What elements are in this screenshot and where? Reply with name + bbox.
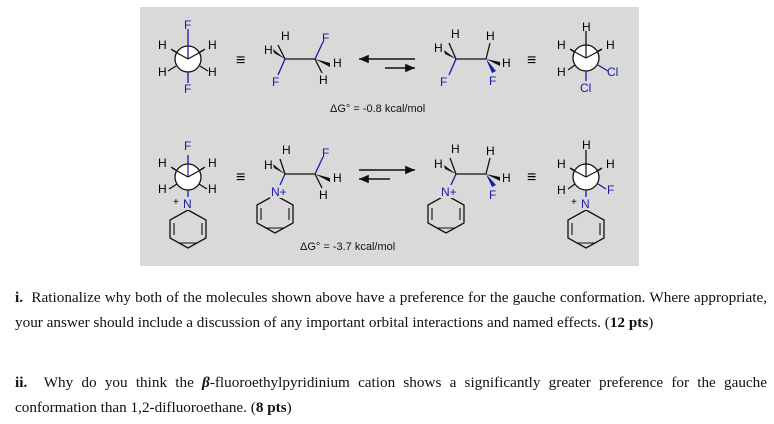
sawhorse-anti-difluoroethane: H H H F H F	[434, 27, 511, 89]
atom-label: H	[451, 27, 460, 41]
equilibrium-arrows-1	[359, 54, 415, 73]
atom-label: H	[606, 157, 615, 171]
atom-label: H	[557, 65, 566, 79]
atom-label: H	[582, 138, 591, 152]
atom-label: H	[281, 29, 290, 43]
charge-label: +	[173, 197, 179, 208]
atom-label: H	[333, 56, 342, 70]
atom-label: Cl	[607, 65, 618, 79]
atom-label: F	[489, 188, 496, 202]
beta-symbol: β	[202, 374, 210, 391]
newman-projection-pyridinium-1: F H H H H N +	[158, 139, 217, 249]
delta-g-label-2: ΔG° = -3.7 kcal/mol	[300, 241, 395, 253]
question-label: i.	[15, 289, 24, 306]
atom-label: H	[208, 182, 217, 196]
newman-projection-pyridinium-2: H H H H F N +	[557, 138, 615, 249]
question-ii: ii. Why do you think the β-fluoroethylpy…	[15, 370, 767, 420]
conformation-figure: F H H H H F ≡ H H F F H H H H H	[140, 7, 639, 266]
atom-label: H	[557, 157, 566, 171]
atom-label: H	[158, 156, 167, 170]
atom-label: H	[582, 20, 591, 34]
sawhorse-gauche-pyridinium: H H F H H N+	[256, 143, 342, 234]
equivalence-symbol: ≡	[236, 169, 245, 186]
atom-label: F	[607, 183, 614, 197]
sawhorse-anti-pyridinium: H H H F H N+	[427, 142, 511, 234]
atom-label: H	[282, 143, 291, 157]
atom-label: H	[264, 43, 273, 57]
charge-label: +	[571, 197, 577, 208]
equivalence-symbol: ≡	[236, 52, 245, 69]
atom-label: F	[322, 31, 329, 45]
atom-label: N+	[271, 185, 287, 199]
sawhorse-gauche-difluoroethane: H H F F H H	[264, 29, 342, 89]
atom-label: F	[322, 146, 329, 160]
question-label: ii.	[15, 374, 28, 391]
atom-label: H	[557, 38, 566, 52]
atom-label: H	[502, 56, 511, 70]
atom-label: H	[158, 38, 167, 52]
atom-label: N	[581, 197, 590, 211]
question-close: )	[648, 314, 654, 331]
equivalence-symbol: ≡	[527, 169, 536, 186]
atom-label: H	[319, 73, 328, 87]
atom-label: H	[434, 41, 443, 55]
atom-label: F	[440, 75, 447, 89]
atom-label: F	[272, 75, 279, 89]
atom-label: H	[606, 38, 615, 52]
atom-label: F	[184, 18, 191, 32]
atom-label: H	[208, 38, 217, 52]
delta-g-label-1: ΔG° = -0.8 kcal/mol	[330, 103, 425, 115]
question-i: i. Rationalize why both of the molecules…	[15, 285, 767, 335]
atom-label: H	[208, 65, 217, 79]
atom-label: N+	[441, 185, 457, 199]
question-points: 12 pts	[609, 314, 649, 331]
newman-projection-chloro-1: H H H H Cl Cl	[557, 20, 618, 95]
atom-label: F	[184, 82, 191, 96]
atom-label: H	[451, 142, 460, 156]
atom-label: H	[158, 65, 167, 79]
atom-label: Cl	[580, 81, 591, 95]
question-text: Rationalize why both of the molecules sh…	[15, 289, 767, 331]
question-text: Why do you think the	[43, 374, 203, 391]
atom-label: H	[486, 29, 495, 43]
atom-label: H	[158, 182, 167, 196]
atom-label: H	[502, 171, 511, 185]
question-close: )	[286, 399, 292, 416]
atom-label: H	[208, 156, 217, 170]
atom-label: H	[557, 183, 566, 197]
atom-label: H	[319, 188, 328, 202]
atom-label: N	[183, 197, 192, 211]
atom-label: F	[184, 139, 191, 153]
atom-label: F	[489, 74, 496, 88]
atom-label: H	[333, 171, 342, 185]
question-text: -fluoroethylpyridinium cation shows a si…	[15, 374, 768, 416]
atom-label: H	[486, 144, 495, 158]
equivalence-symbol: ≡	[527, 52, 536, 69]
newman-projection-fluoro-1: F H H H H F	[158, 18, 217, 96]
equilibrium-arrows-2	[359, 165, 415, 184]
atom-label: H	[434, 157, 443, 171]
question-points: 8 pts	[255, 399, 287, 416]
atom-label: H	[264, 158, 273, 172]
chemistry-diagram: F H H H H F ≡ H H F F H H H H H	[158, 18, 618, 253]
